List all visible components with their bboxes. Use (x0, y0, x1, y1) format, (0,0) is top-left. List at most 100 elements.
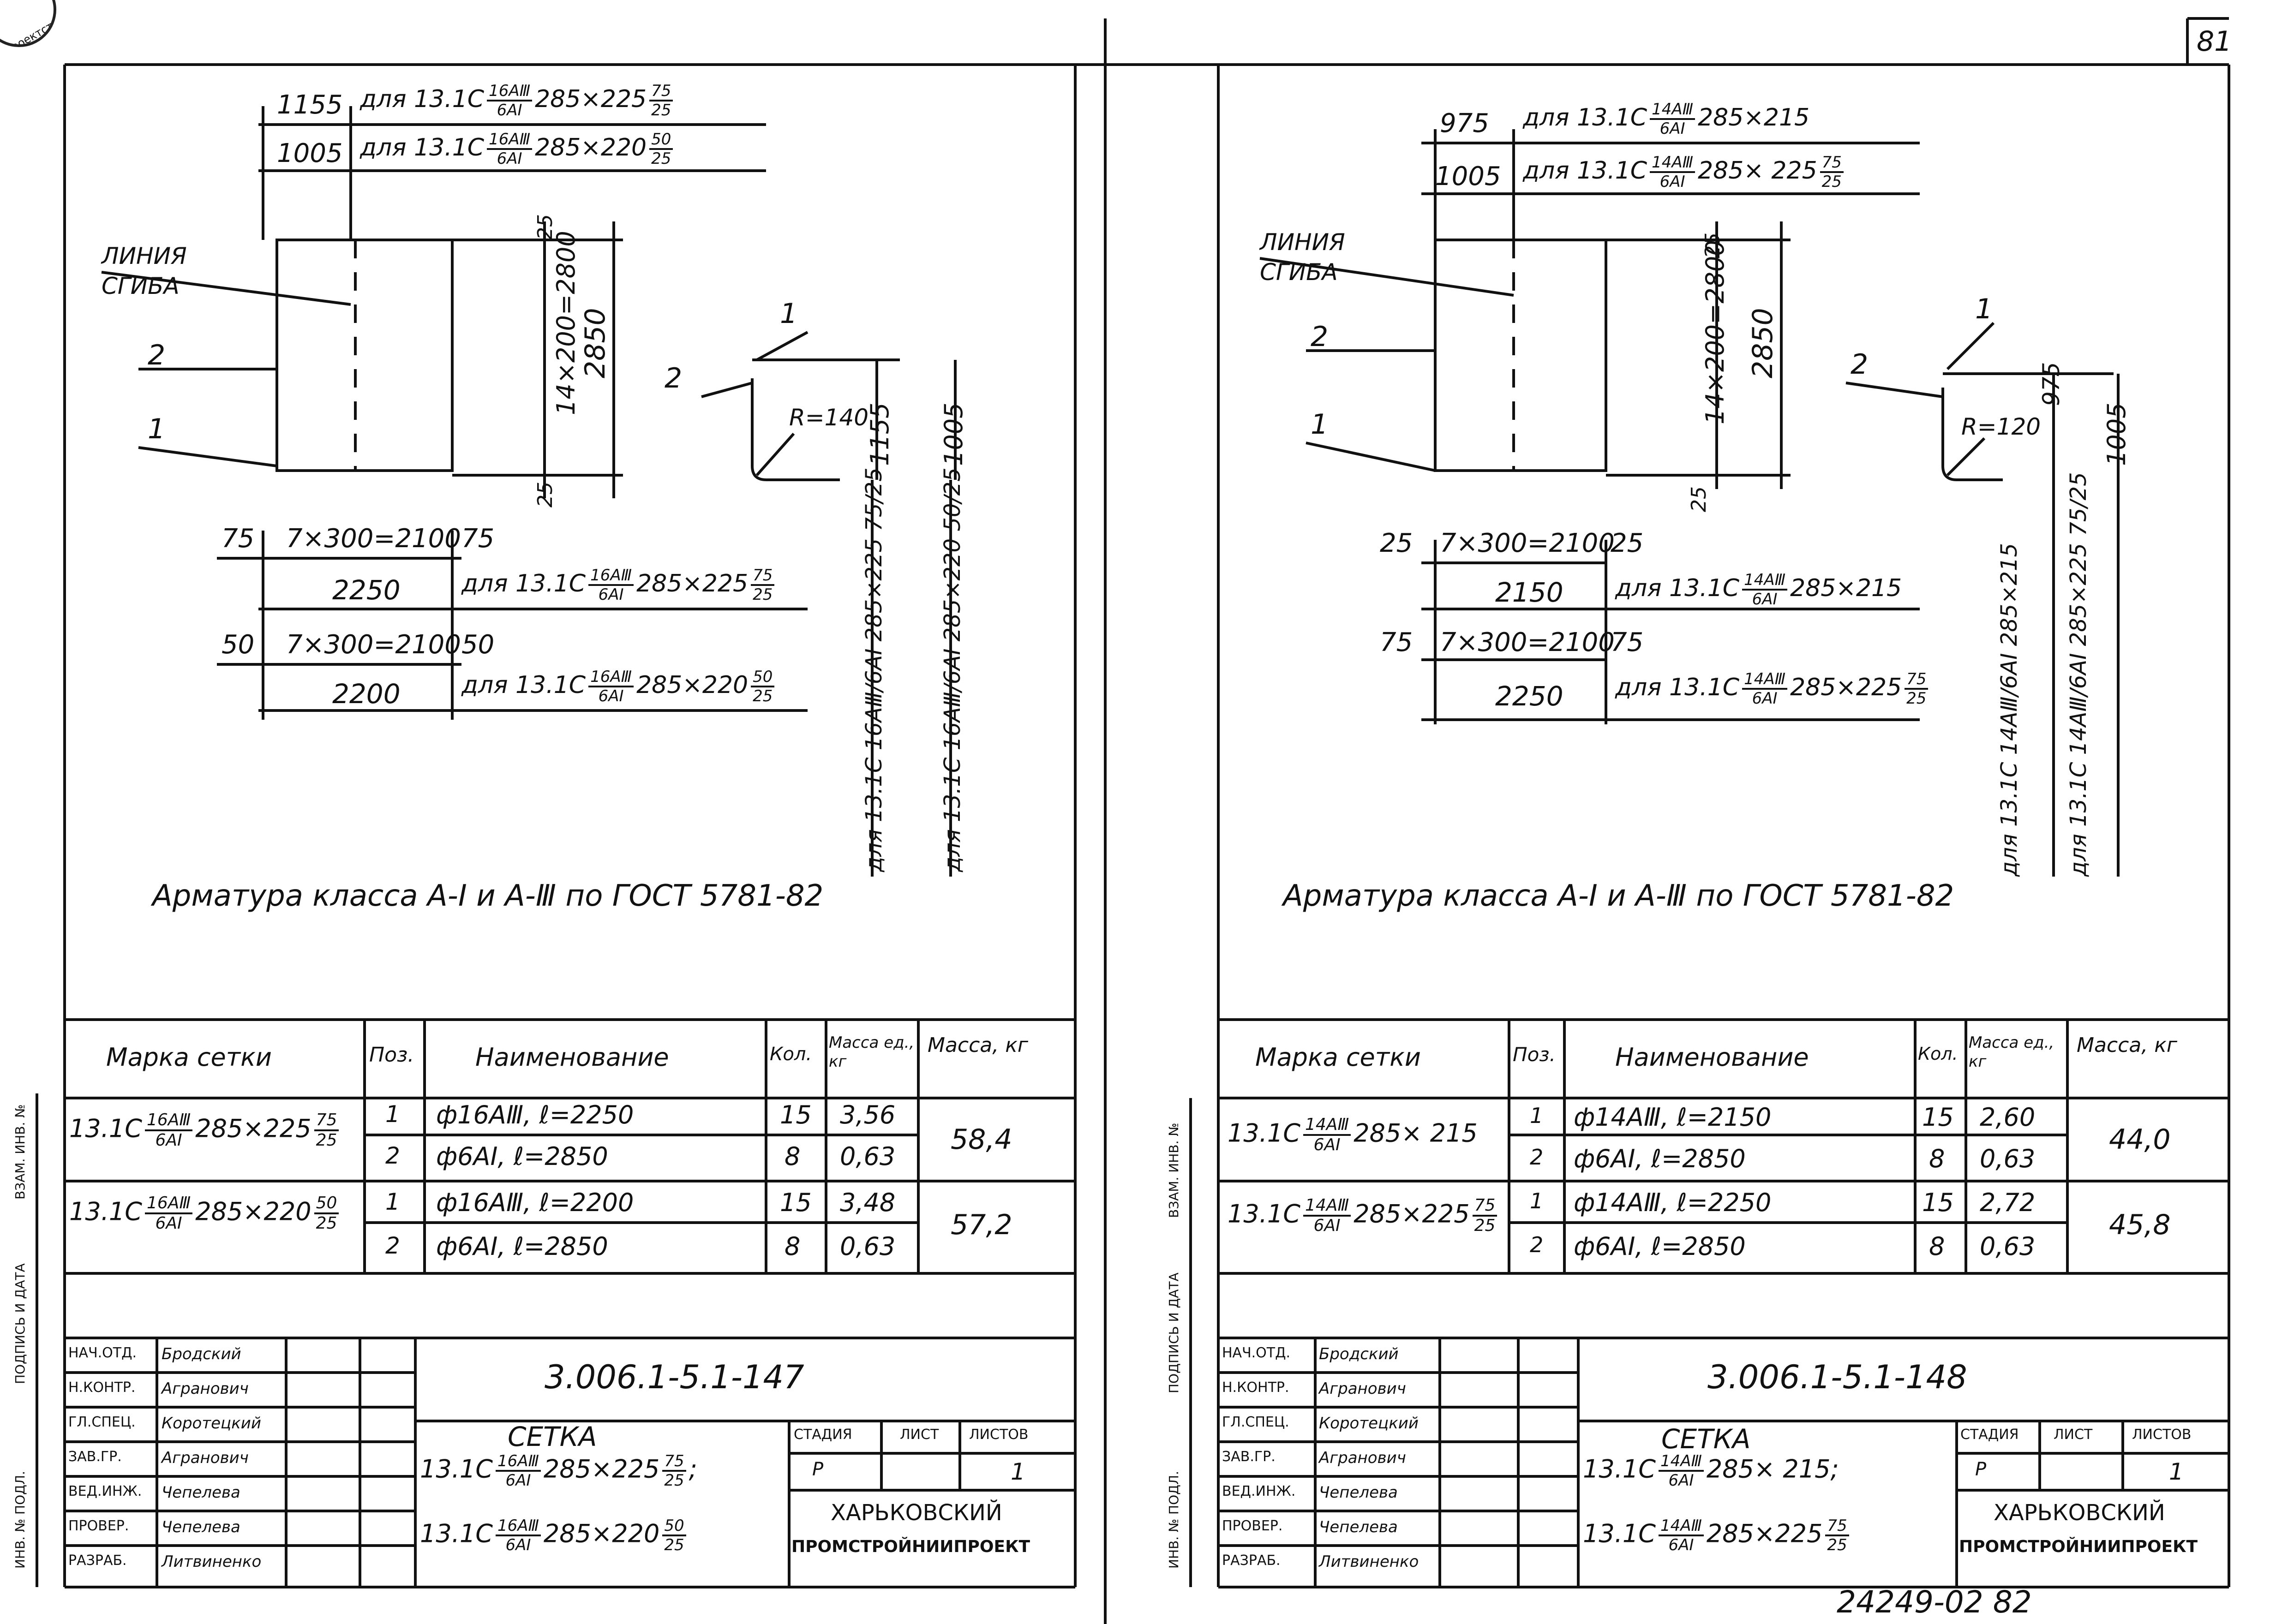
right-r1-i1-unit: 2,60 (1980, 1103, 2036, 1132)
right-doc-code: 3.006.1-5.1-148 (1707, 1358, 1967, 1396)
right-th-name: Наименование (1615, 1043, 1809, 1072)
left-role-5: ПРОВЕР. (68, 1518, 129, 1534)
left-r1-i2-qty: 8 (785, 1142, 801, 1171)
left-th-unit-mass: Масса ед., кг (829, 1033, 915, 1071)
right-row4-total: 2250 (1495, 681, 1563, 712)
sheet-number: 81 (2197, 25, 2232, 58)
right-top-25: 25 (1701, 233, 1725, 258)
right-r2-i2-unit: 0,63 (1980, 1232, 2036, 1261)
right-r1-i2-unit: 0,63 (1980, 1144, 2036, 1173)
right-top1-length: 975 (1440, 108, 1489, 138)
left-r1-total: 58,4 (951, 1123, 1012, 1156)
right-role-6: РАЗРАБ. (1222, 1552, 1281, 1569)
left-r2-i1-name: ф16АⅢ, ℓ=2200 (436, 1188, 634, 1217)
right-tb-title: СЕТКА (1661, 1423, 1751, 1455)
right-sheets-value: 1 (2169, 1458, 2184, 1485)
right-r1-i2-qty: 8 (1929, 1144, 1945, 1173)
left-row1-left: 75 (222, 524, 255, 554)
left-sheets-value: 1 (1011, 1458, 1025, 1485)
left-r2-i1-pos: 1 (385, 1188, 400, 1215)
left-r2-i1-qty: 15 (780, 1188, 812, 1217)
right-bottom-25: 25 (1687, 486, 1711, 512)
left-r2-i2-qty: 8 (785, 1232, 801, 1261)
bottom-code: 24249-02 82 (1837, 1584, 2032, 1620)
left-role-2: ГЛ.СПЕЦ. (68, 1414, 136, 1430)
left-row1-right: 75 (461, 524, 495, 554)
right-reinforcement-note: Арматура класса А-Ⅰ и А-Ⅲ по ГОСТ 5781-8… (1283, 879, 1954, 913)
left-r1-i1-name: ф16АⅢ, ℓ=2250 (436, 1100, 634, 1129)
left-r1-i2-unit: 0,63 (840, 1142, 896, 1171)
right-mesh-drawing (1259, 129, 2120, 877)
left-doc-code: 3.006.1-5.1-147 (545, 1358, 804, 1396)
right-bend-975: 975 (2038, 362, 2065, 406)
left-vert-outer-dim: 2850 (579, 308, 611, 378)
right-row1-right: 25 (1611, 528, 1644, 558)
right-r2-i1-pos: 1 (1530, 1188, 1544, 1213)
left-mesh-drawing (101, 106, 957, 877)
right-r2-i1-name: ф14АⅢ, ℓ=2250 (1574, 1188, 1772, 1217)
left-bend-pos-2: 2 (665, 362, 683, 394)
right-top2-length: 1005 (1435, 161, 1501, 191)
left-side-label-2: ПОДПИСЬ И ДАТА (12, 1263, 28, 1384)
left-role-6: РАЗРАБ. (68, 1552, 127, 1569)
right-name-3: Агранович (1319, 1449, 1406, 1467)
right-position-1: 1 (1311, 408, 1329, 441)
left-bend-line-label-1: ЛИНИЯ (102, 243, 187, 269)
left-bottom-25: 25 (533, 482, 557, 508)
left-row3-left: 50 (222, 630, 255, 660)
left-th-total-mass: Масса, кг (928, 1033, 1028, 1057)
left-name-4: Чепелева (162, 1483, 240, 1502)
left-r2-i2-unit: 0,63 (840, 1232, 896, 1261)
right-r2-i1-unit: 2,72 (1980, 1188, 2036, 1217)
right-r2-i2-name: ф6АⅠ, ℓ=2850 (1574, 1232, 1746, 1261)
left-bend-radius: R=140 (789, 404, 869, 431)
right-bend-pos-1: 1 (1975, 293, 1993, 325)
left-name-0: Бродский (162, 1345, 241, 1363)
left-th-qty: Кол. (770, 1044, 812, 1065)
left-side-label-3: ИНВ. № ПОДЛ. (12, 1471, 28, 1569)
right-th-pos: Поз. (1513, 1043, 1556, 1066)
right-role-3: ЗАВ.ГР. (1222, 1449, 1276, 1465)
right-name-0: Бродский (1319, 1345, 1399, 1363)
right-row3-mid: 7×300=2100 (1440, 627, 1615, 657)
right-sheets-header: ЛИСТОВ (2132, 1427, 2192, 1443)
right-vertical-label-1: для 13.1С 14АⅢ/6АⅠ 285×215 (1996, 543, 2022, 877)
organization-stamp: Проектстальконструкция Промстройниипроек… (0, 0, 56, 47)
right-org-2: ПРОМСТРОЙНИИПРОЕКТ (1959, 1537, 2198, 1556)
right-vertical-label-2: для 13.1С 14АⅢ/6АⅠ 285×225 75/25 (2066, 472, 2091, 877)
left-vert-inner-dim: 14×200=2800 (551, 231, 581, 415)
left-row3-mid: 7×300=2100 (286, 630, 461, 660)
right-r2-i1-qty: 15 (1922, 1188, 1954, 1217)
left-th-pos: Поз. (369, 1043, 414, 1067)
right-r1-i2-pos: 2 (1530, 1145, 1544, 1170)
left-th-mark: Марка сетки (106, 1043, 272, 1072)
left-row2-total: 2250 (332, 574, 401, 606)
left-tb-title: СЕТКА (508, 1421, 597, 1452)
right-table-grid (1218, 1018, 2229, 1587)
right-row3-left: 75 (1380, 627, 1413, 657)
left-r1-i1-unit: 3,56 (840, 1100, 896, 1129)
right-bend-1005: 1005 (2102, 402, 2131, 466)
left-r2-total: 57,2 (951, 1209, 1012, 1241)
left-r2-i2-name: ф6АⅠ, ℓ=2850 (436, 1232, 608, 1261)
left-side-label-1: ВЗАМ. ИНВ. № (12, 1104, 28, 1200)
right-name-6: Литвиненко (1319, 1552, 1419, 1571)
right-r1-i1-name: ф14АⅢ, ℓ=2150 (1574, 1103, 1772, 1132)
left-role-0: НАЧ.ОТД. (68, 1345, 137, 1361)
left-name-2: Коротецкий (162, 1414, 261, 1433)
left-r1-i2-pos: 2 (385, 1142, 400, 1169)
left-org-2: ПРОМСТРОЙНИИПРОЕКТ (791, 1537, 1030, 1556)
right-r2-i2-pos: 2 (1530, 1232, 1544, 1257)
